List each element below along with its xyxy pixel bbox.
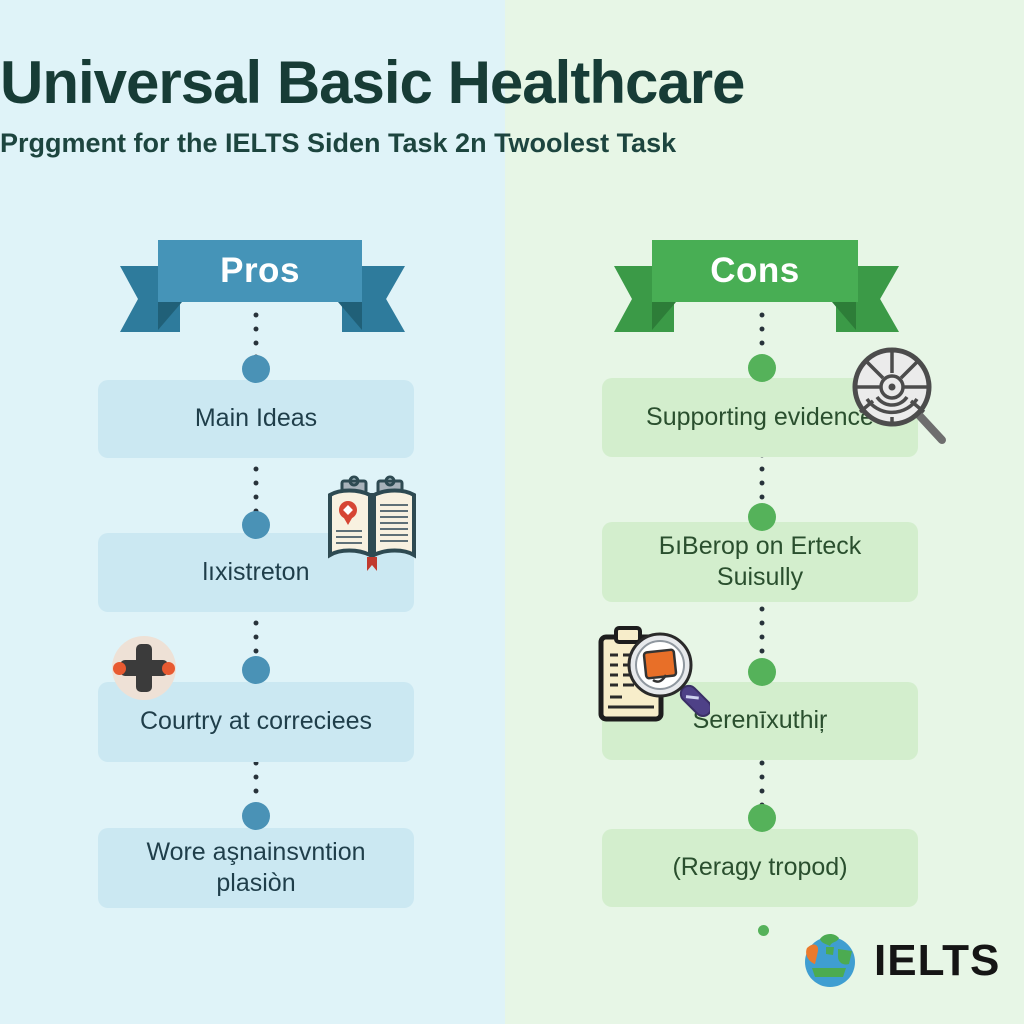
- ielts-logo-text: IELTS: [874, 936, 1001, 985]
- cons-item-2: БıBerop on Erteck Suisully: [602, 522, 918, 602]
- connector-node: [748, 804, 776, 832]
- ielts-logo: IELTS: [800, 930, 1000, 992]
- notepad-magnifier-icon: [596, 622, 712, 732]
- medical-cross-icon: [112, 636, 176, 700]
- open-book-location-icon: [320, 474, 424, 576]
- pros-item-4: Wore aşnainsvntion plasiòn: [98, 828, 414, 908]
- pros-item-2-label: lıxistreton: [202, 557, 310, 586]
- pros-item-3-label: Courtry at correciees: [139, 707, 373, 736]
- wheel-magnifier-icon: [845, 342, 955, 454]
- cross-dot-left: [113, 662, 126, 675]
- connector-node: [748, 354, 776, 382]
- pros-item-1: Main Ideas: [98, 380, 414, 458]
- connector-node: [758, 925, 769, 936]
- cons-item-2-label: БıBerop on Erteck Suisully: [658, 531, 862, 591]
- cons-header-label: Cons: [710, 251, 800, 290]
- cons-item-1-label: Supporting evidence: [646, 402, 874, 431]
- cross-vertical-bar: [136, 644, 152, 692]
- connector-node: [242, 802, 270, 830]
- page-subtitle: Prggment for the IELTS Siden Task 2n Two…: [0, 128, 677, 158]
- globe-logo-icon: [805, 933, 855, 987]
- cons-header-band: Cons: [652, 240, 858, 302]
- pros-item-4-label: Wore aşnainsvntion plasiòn: [146, 837, 366, 897]
- connector-node: [242, 355, 270, 383]
- pros-header-band: Pros: [158, 240, 362, 302]
- pros-header-banner: Pros: [120, 240, 405, 338]
- page-title: Universal Basic Healthcare: [0, 49, 745, 116]
- cons-header-banner: Cons: [614, 240, 899, 338]
- connector-node: [242, 511, 270, 539]
- connector-node: [242, 656, 270, 684]
- connector-node: [748, 658, 776, 686]
- cons-item-4: (Reragy tropod): [602, 829, 918, 907]
- cons-item-3-label: Serenīxuthiŗ: [692, 706, 828, 735]
- pros-item-1-label: Main Ideas: [194, 404, 318, 433]
- cross-dot-right: [162, 662, 175, 675]
- pros-header-label: Pros: [220, 251, 300, 290]
- cons-item-4-label: (Reragy tropod): [672, 853, 848, 882]
- connector-node: [748, 503, 776, 531]
